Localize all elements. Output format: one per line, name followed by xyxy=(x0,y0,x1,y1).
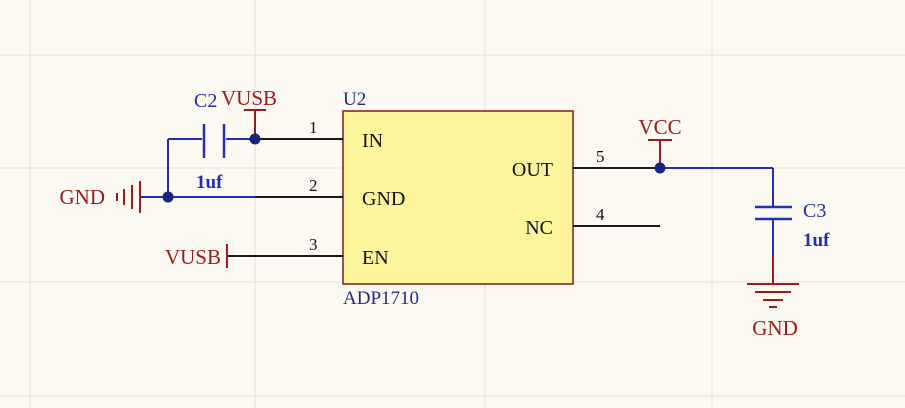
c2-value: 1uf xyxy=(196,172,223,193)
pin-name-out: OUT xyxy=(512,159,553,181)
gnd-left-label: GND xyxy=(60,185,106,209)
pin-name-nc: NC xyxy=(525,217,553,239)
gnd-bottom-label: GND xyxy=(752,316,798,340)
junction-vusb xyxy=(249,133,261,145)
vusb-top-label: VUSB xyxy=(221,86,277,110)
junction-vcc xyxy=(654,162,666,174)
c3-designator: C3 xyxy=(803,200,826,222)
ic-part-name: ADP1710 xyxy=(343,288,419,309)
vusb-left-label: VUSB xyxy=(165,245,221,269)
ic-designator: U2 xyxy=(343,89,366,110)
pin-name-in: IN xyxy=(362,130,383,152)
pin-number-4: 4 xyxy=(596,205,605,224)
c2-designator: C2 xyxy=(194,90,217,112)
pin-name-en: EN xyxy=(362,247,389,269)
pin-number-3: 3 xyxy=(309,235,318,254)
pin-number-5: 5 xyxy=(596,147,605,166)
junction-gnd xyxy=(162,191,174,203)
c3-value: 1uf xyxy=(803,230,830,251)
pin-number-2: 2 xyxy=(309,176,318,195)
pin-number-1: 1 xyxy=(309,118,318,137)
vcc-label: VCC xyxy=(638,115,681,139)
pin-name-gnd: GND xyxy=(362,188,405,210)
